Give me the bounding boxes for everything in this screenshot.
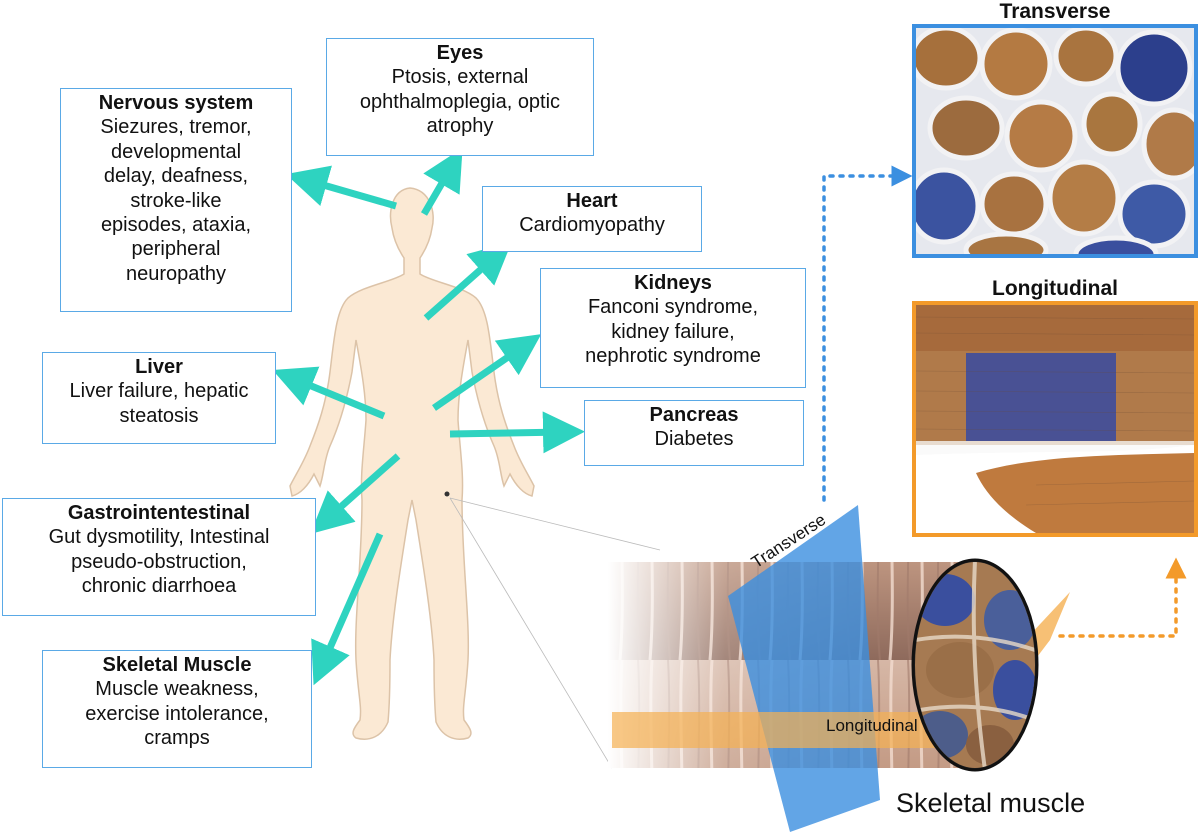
arrow-muscle bbox=[311, 532, 384, 686]
connector-longitudinal bbox=[1058, 557, 1187, 638]
arrow-eyes bbox=[420, 147, 463, 216]
eyes-title: Eyes bbox=[436, 42, 484, 64]
gastrointestinal-box: Gastrointentestinal Gut dysmotility, Int… bbox=[2, 498, 316, 616]
muscle-cylinder bbox=[608, 505, 1070, 832]
arrow-gi bbox=[310, 453, 401, 534]
guide-line-top bbox=[449, 497, 661, 551]
skeletal-muscle-symptoms: Muscle weakness, exercise intolerance, c… bbox=[85, 678, 269, 750]
heart-title: Heart bbox=[566, 190, 618, 212]
gastrointestinal-title: Gastrointentestinal bbox=[67, 502, 251, 524]
transverse-micrograph-title: Transverse bbox=[999, 0, 1111, 23]
arrow-pancreas bbox=[449, 411, 585, 454]
skeletal-muscle-title: Skeletal Muscle bbox=[102, 654, 252, 676]
kidneys-box: Kidneys Fanconi syndrome, kidney failure… bbox=[540, 268, 806, 388]
kidneys-symptoms: Fanconi syndrome, kidney failure, nephro… bbox=[585, 296, 761, 368]
heart-symptoms: Cardiomyopathy bbox=[519, 214, 665, 237]
arrow-liver bbox=[272, 366, 386, 420]
transverse-fibers-image bbox=[916, 28, 1194, 254]
nervous-system-box: Nervous system Siezures, tremor, develop… bbox=[60, 88, 292, 312]
skeletal-muscle-caption: Skeletal muscle bbox=[896, 788, 1086, 818]
nervous-system-title: Nervous system bbox=[98, 92, 254, 114]
arrow-nervous bbox=[285, 165, 397, 210]
skeletal-muscle-box: Skeletal Muscle Muscle weakness, exercis… bbox=[42, 650, 312, 768]
pancreas-symptoms: Diabetes bbox=[654, 428, 734, 451]
sample-site-dot bbox=[444, 491, 450, 497]
arrow-heart bbox=[423, 242, 512, 321]
longitudinal-micrograph-title: Longitudinal bbox=[992, 277, 1118, 300]
liver-box: Liver Liver failure, hepatic steatosis bbox=[42, 352, 276, 444]
longitudinal-fibers-image bbox=[916, 305, 1194, 533]
liver-symptoms: Liver failure, hepatic steatosis bbox=[69, 380, 249, 427]
pancreas-title: Pancreas bbox=[649, 404, 739, 426]
heart-box: Heart Cardiomyopathy bbox=[482, 186, 702, 252]
pancreas-box: Pancreas Diabetes bbox=[584, 400, 804, 466]
gastrointestinal-symptoms: Gut dysmotility, Intestinal pseudo-obstr… bbox=[48, 526, 270, 598]
eyes-box: Eyes Ptosis, external ophthalmoplegia, o… bbox=[326, 38, 594, 156]
longitudinal-micrograph bbox=[912, 301, 1198, 537]
transverse-micrograph bbox=[912, 24, 1198, 258]
liver-title: Liver bbox=[135, 356, 183, 378]
longitudinal-plane-label: Longitudinal bbox=[826, 716, 918, 735]
eyes-symptoms: Ptosis, external ophthalmoplegia, optic … bbox=[359, 66, 561, 138]
human-body-silhouette bbox=[289, 187, 535, 740]
nervous-system-symptoms: Siezures, tremor, developmental delay, d… bbox=[100, 116, 252, 285]
connector-transverse bbox=[822, 165, 913, 502]
guide-line-bottom bbox=[449, 497, 613, 769]
kidneys-title: Kidneys bbox=[634, 272, 712, 294]
transverse-plane bbox=[728, 505, 880, 832]
longitudinal-plane-band bbox=[612, 712, 968, 748]
arrow-kidneys bbox=[432, 334, 542, 411]
